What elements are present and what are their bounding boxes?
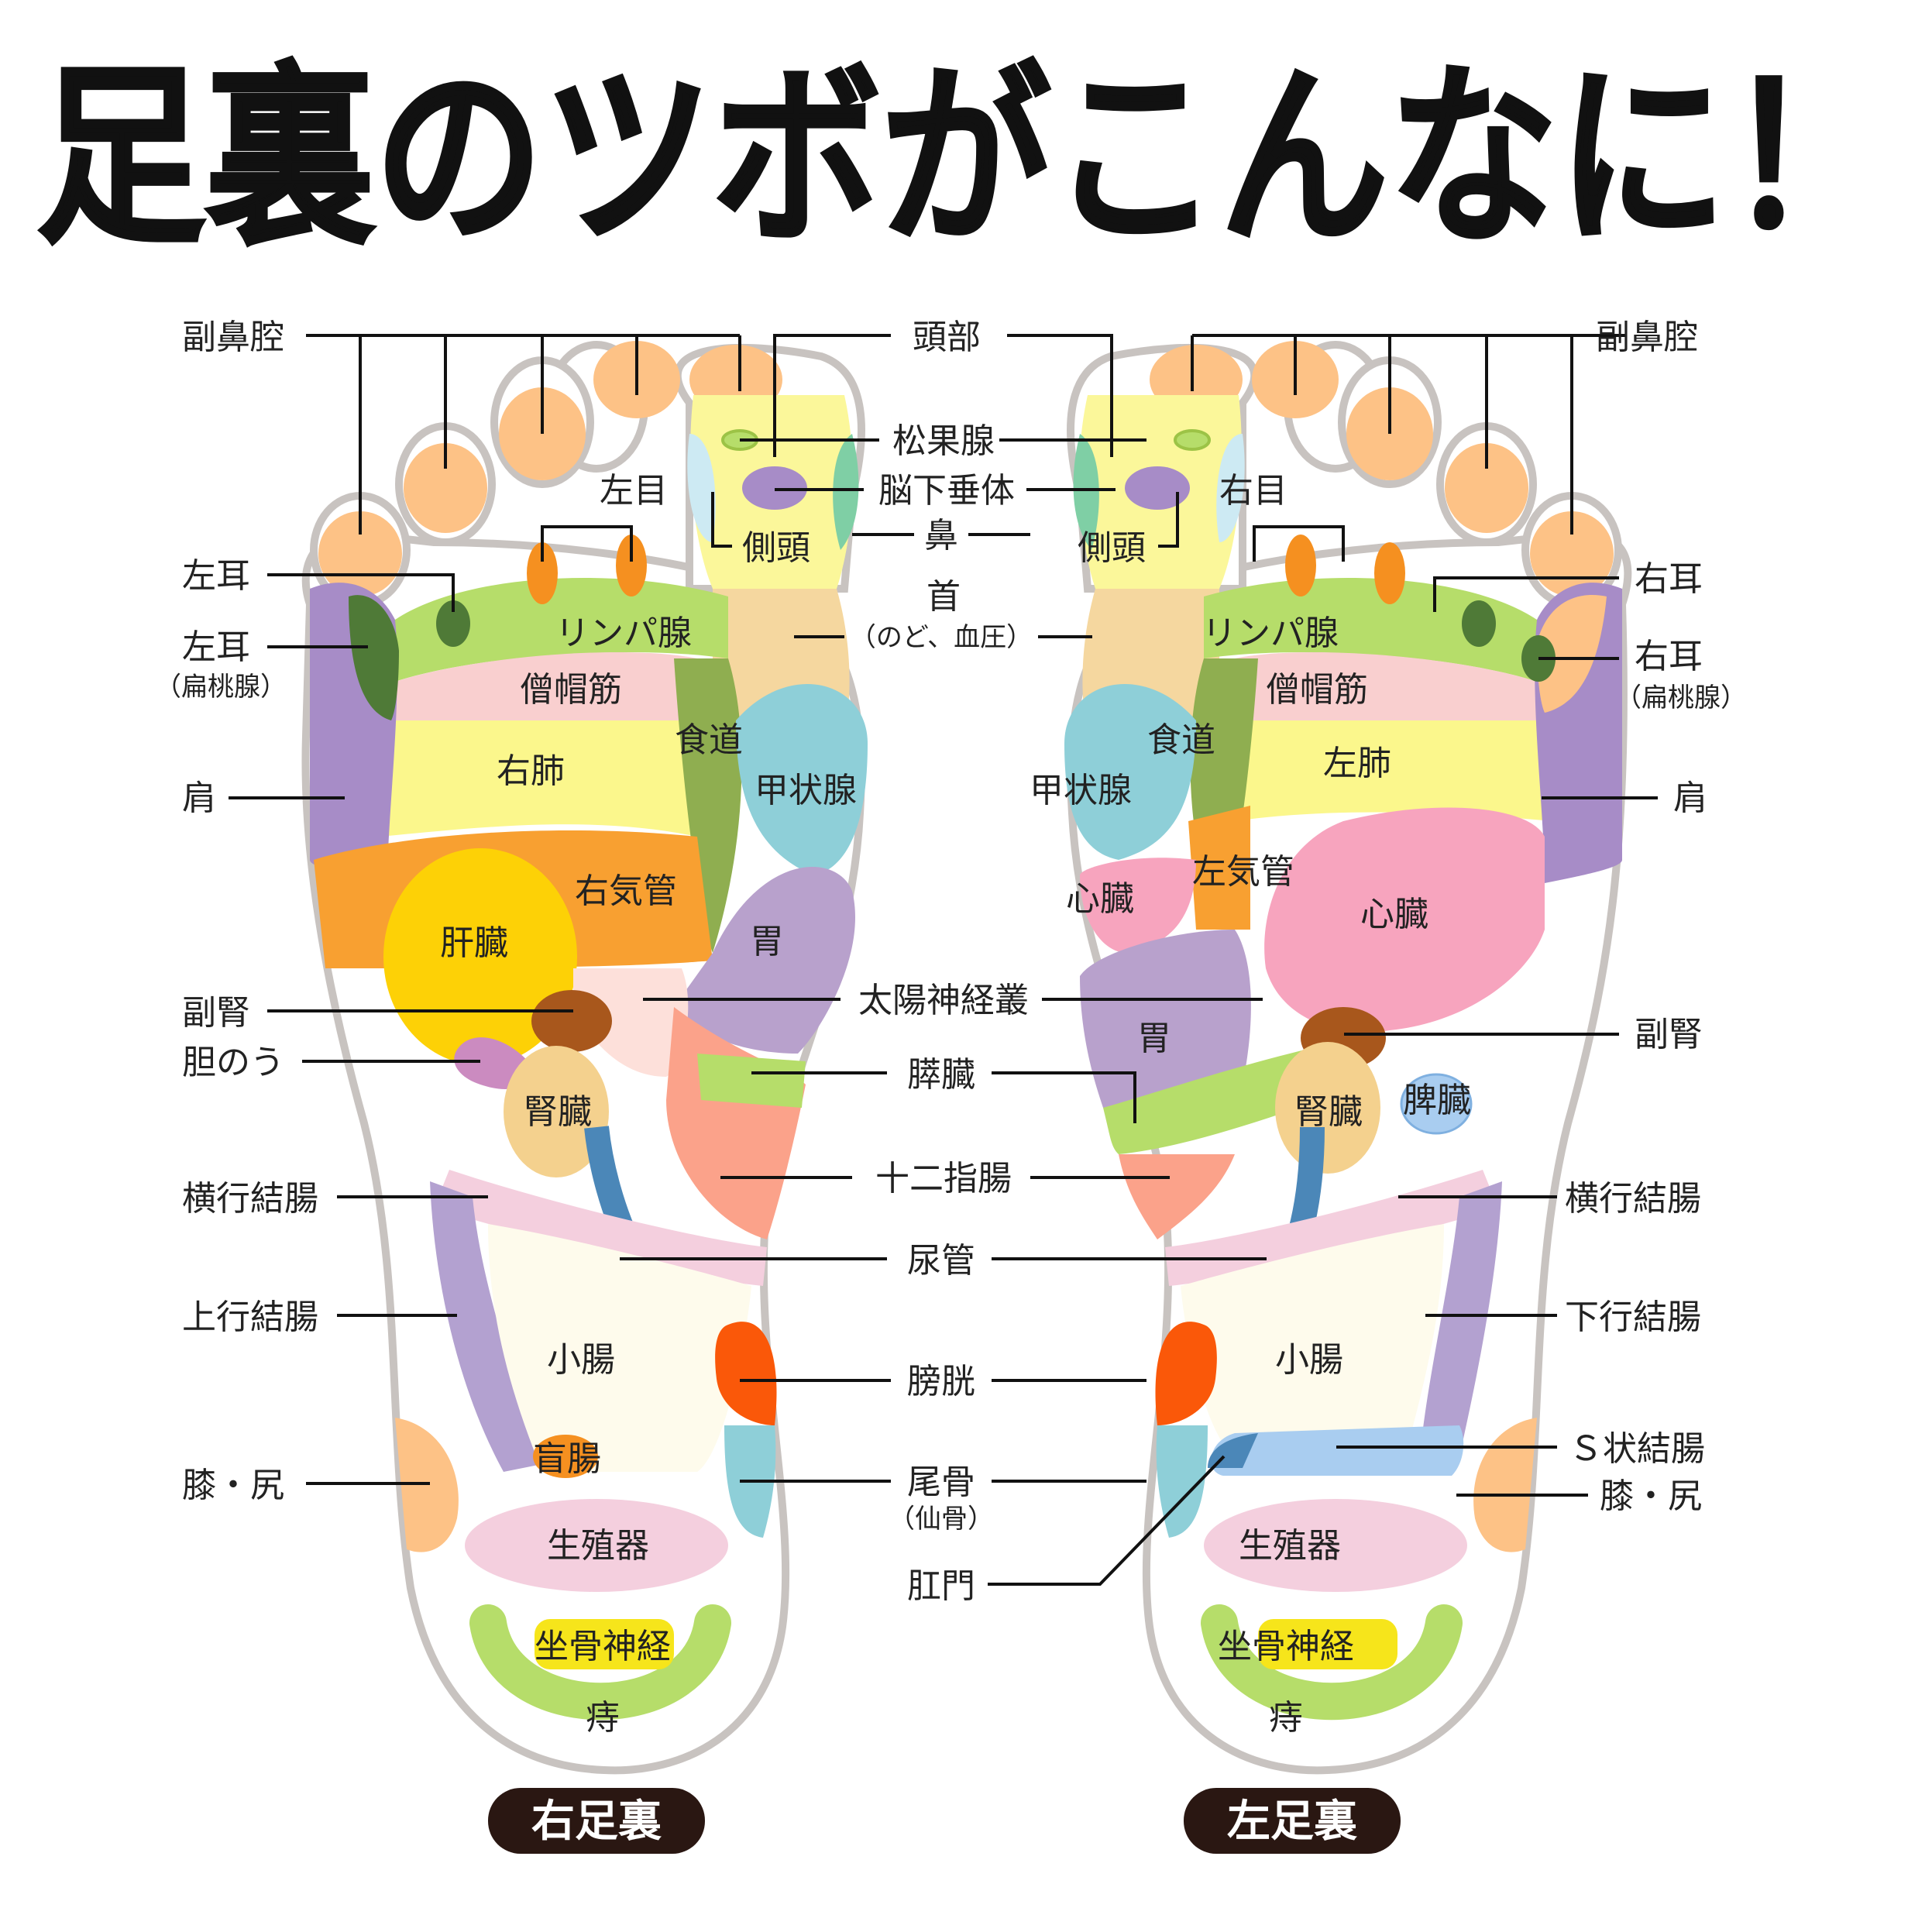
label-kata-left: 肩 bbox=[182, 779, 216, 818]
zone-ji-right-foot: 痔 bbox=[586, 1698, 620, 1738]
label-migimimi-hentou: 右耳 bbox=[1635, 637, 1703, 676]
zone-rinpasen-right-foot: リンパ腺 bbox=[555, 614, 692, 653]
label-hentousen-left: （扁桃腺） bbox=[155, 672, 287, 703]
zone-migihai: 右肺 bbox=[497, 751, 565, 791]
label-kubi-sub: （のど、血圧） bbox=[850, 622, 1033, 653]
label-shoukasen: 松果腺 bbox=[892, 421, 995, 461]
label-fukujin-left: 副腎 bbox=[182, 993, 250, 1033]
zone-moukyou: 盲腸 bbox=[533, 1439, 601, 1479]
zone-soubou-left-foot: 僧帽筋 bbox=[1266, 670, 1368, 710]
left-heart-zone bbox=[1264, 807, 1545, 1033]
zone-migikikan: 右気管 bbox=[575, 871, 677, 911]
zone-i-left-foot: 胃 bbox=[1137, 1019, 1171, 1058]
label-tannou: 胆のう bbox=[182, 1043, 284, 1082]
label-hiza-right: 膝・尻 bbox=[1600, 1477, 1702, 1516]
label-fukujin-right: 副腎 bbox=[1635, 1015, 1703, 1054]
page-title: 足裏のツボがこんなに！ bbox=[36, 43, 1896, 270]
zone-ji-left-foot: 痔 bbox=[1269, 1698, 1303, 1738]
label-kata-right: 肩 bbox=[1673, 779, 1707, 818]
right-small-intestine bbox=[488, 1224, 751, 1472]
left-foot-zone-labels: 右目 側頭 リンパ腺 僧帽筋 食道 左肺 甲状腺 心臓 左気管 心臓 胃 腎臓 … bbox=[1030, 471, 1471, 1738]
zone-rinpasen-left-foot: リンパ腺 bbox=[1202, 614, 1339, 653]
zone-koujousen-left-foot: 甲状腺 bbox=[1030, 771, 1132, 810]
label-bikotsu: 尾骨 bbox=[907, 1463, 975, 1502]
label-hentousen-right: （扁桃腺） bbox=[1615, 682, 1747, 713]
label-oukou-left: 横行結腸 bbox=[182, 1179, 318, 1219]
caption-left-foot-text: 左足裏 bbox=[1227, 1796, 1357, 1847]
zone-seishoku-right-foot: 生殖器 bbox=[547, 1526, 649, 1566]
zone-shouchou-left-foot: 小腸 bbox=[1275, 1340, 1343, 1380]
label-boukou: 膀胱 bbox=[907, 1362, 975, 1401]
zone-soubou-right-foot: 僧帽筋 bbox=[520, 670, 622, 710]
right-foot-zone-labels: 左目 側頭 リンパ腺 僧帽筋 食道 右肺 甲状腺 右気管 肝臓 胃 腎臓 小腸 … bbox=[440, 471, 857, 1738]
label-migimimi: 右耳 bbox=[1635, 559, 1703, 599]
label-joukou: 上行結腸 bbox=[182, 1298, 318, 1337]
zone-kanzou: 肝臓 bbox=[440, 923, 508, 963]
label-hana: 鼻 bbox=[924, 516, 958, 555]
zone-hizou: 脾臓 bbox=[1403, 1081, 1471, 1120]
zone-shokudou-left-foot: 食道 bbox=[1147, 720, 1215, 760]
label-s-jou: Ｓ状結腸 bbox=[1569, 1429, 1705, 1469]
zone-seishoku-left-foot: 生殖器 bbox=[1239, 1526, 1341, 1566]
zone-shokudou-right-foot: 食道 bbox=[675, 720, 743, 760]
zone-shinzou-large: 心臓 bbox=[1360, 895, 1428, 934]
label-fukubiku-left: 副鼻腔 bbox=[182, 318, 284, 357]
zone-shinzou-small: 心臓 bbox=[1066, 879, 1134, 919]
zone-migime: 右目 bbox=[1219, 471, 1287, 511]
zone-jinzou-left-foot: 腎臓 bbox=[1294, 1092, 1363, 1132]
label-fukubiku-right: 副鼻腔 bbox=[1596, 318, 1698, 357]
label-hidarimimi-hentou: 左耳 bbox=[182, 627, 250, 667]
label-koumon: 肛門 bbox=[907, 1566, 975, 1606]
label-bikotsu-sub: （仙骨） bbox=[889, 1504, 994, 1535]
label-suizou: 膵臓 bbox=[907, 1055, 975, 1095]
leader-lines bbox=[229, 334, 1658, 1586]
label-hiza-left: 膝・尻 bbox=[182, 1466, 284, 1505]
label-oukou-right: 横行結腸 bbox=[1565, 1179, 1701, 1219]
label-toubu: 頭部 bbox=[913, 318, 981, 357]
caption-right-foot: 右足裏 bbox=[488, 1788, 705, 1854]
zone-hidarihai: 左肺 bbox=[1323, 744, 1391, 783]
zone-koujousen-right-foot: 甲状腺 bbox=[755, 771, 857, 810]
label-noukasuitai: 脳下垂体 bbox=[878, 471, 1015, 511]
label-kubi: 首 bbox=[926, 577, 961, 617]
left-foot bbox=[1064, 341, 1632, 1775]
zone-hidarikikan: 左気管 bbox=[1192, 852, 1294, 892]
label-juunishi: 十二指腸 bbox=[875, 1159, 1012, 1198]
right-foot bbox=[301, 341, 868, 1775]
right-lymph-zone bbox=[395, 578, 728, 682]
label-taiyou: 太陽神経叢 bbox=[858, 981, 1029, 1020]
zone-hidarime: 左目 bbox=[600, 471, 668, 511]
right-genital-zone bbox=[465, 1499, 728, 1592]
right-kidney-zone bbox=[504, 1046, 609, 1177]
label-kakou: 下行結腸 bbox=[1565, 1298, 1701, 1337]
zone-zakotsu-right-foot: 坐骨神経 bbox=[535, 1627, 671, 1666]
caption-left-foot: 左足裏 bbox=[1184, 1788, 1401, 1854]
outer-labels: 副鼻腔 副鼻腔 頭部 松果腺 脳下垂体 鼻 首 （のど、血圧） 左耳 左耳 （扁… bbox=[155, 318, 1747, 1606]
zone-sokutou-left-foot: 側頭 bbox=[1078, 528, 1146, 568]
zone-sokutou-right-foot: 側頭 bbox=[742, 528, 810, 568]
zone-jinzou-right-foot: 腎臓 bbox=[524, 1092, 592, 1132]
zone-zakotsu-left-foot: 坐骨神経 bbox=[1218, 1627, 1354, 1666]
label-nyoukan: 尿管 bbox=[907, 1241, 975, 1281]
label-hidarimimi: 左耳 bbox=[182, 556, 250, 596]
caption-right-foot-text: 右足裏 bbox=[531, 1796, 662, 1847]
zone-shouchou-right-foot: 小腸 bbox=[547, 1340, 615, 1380]
zone-i-right-foot: 胃 bbox=[750, 922, 784, 961]
